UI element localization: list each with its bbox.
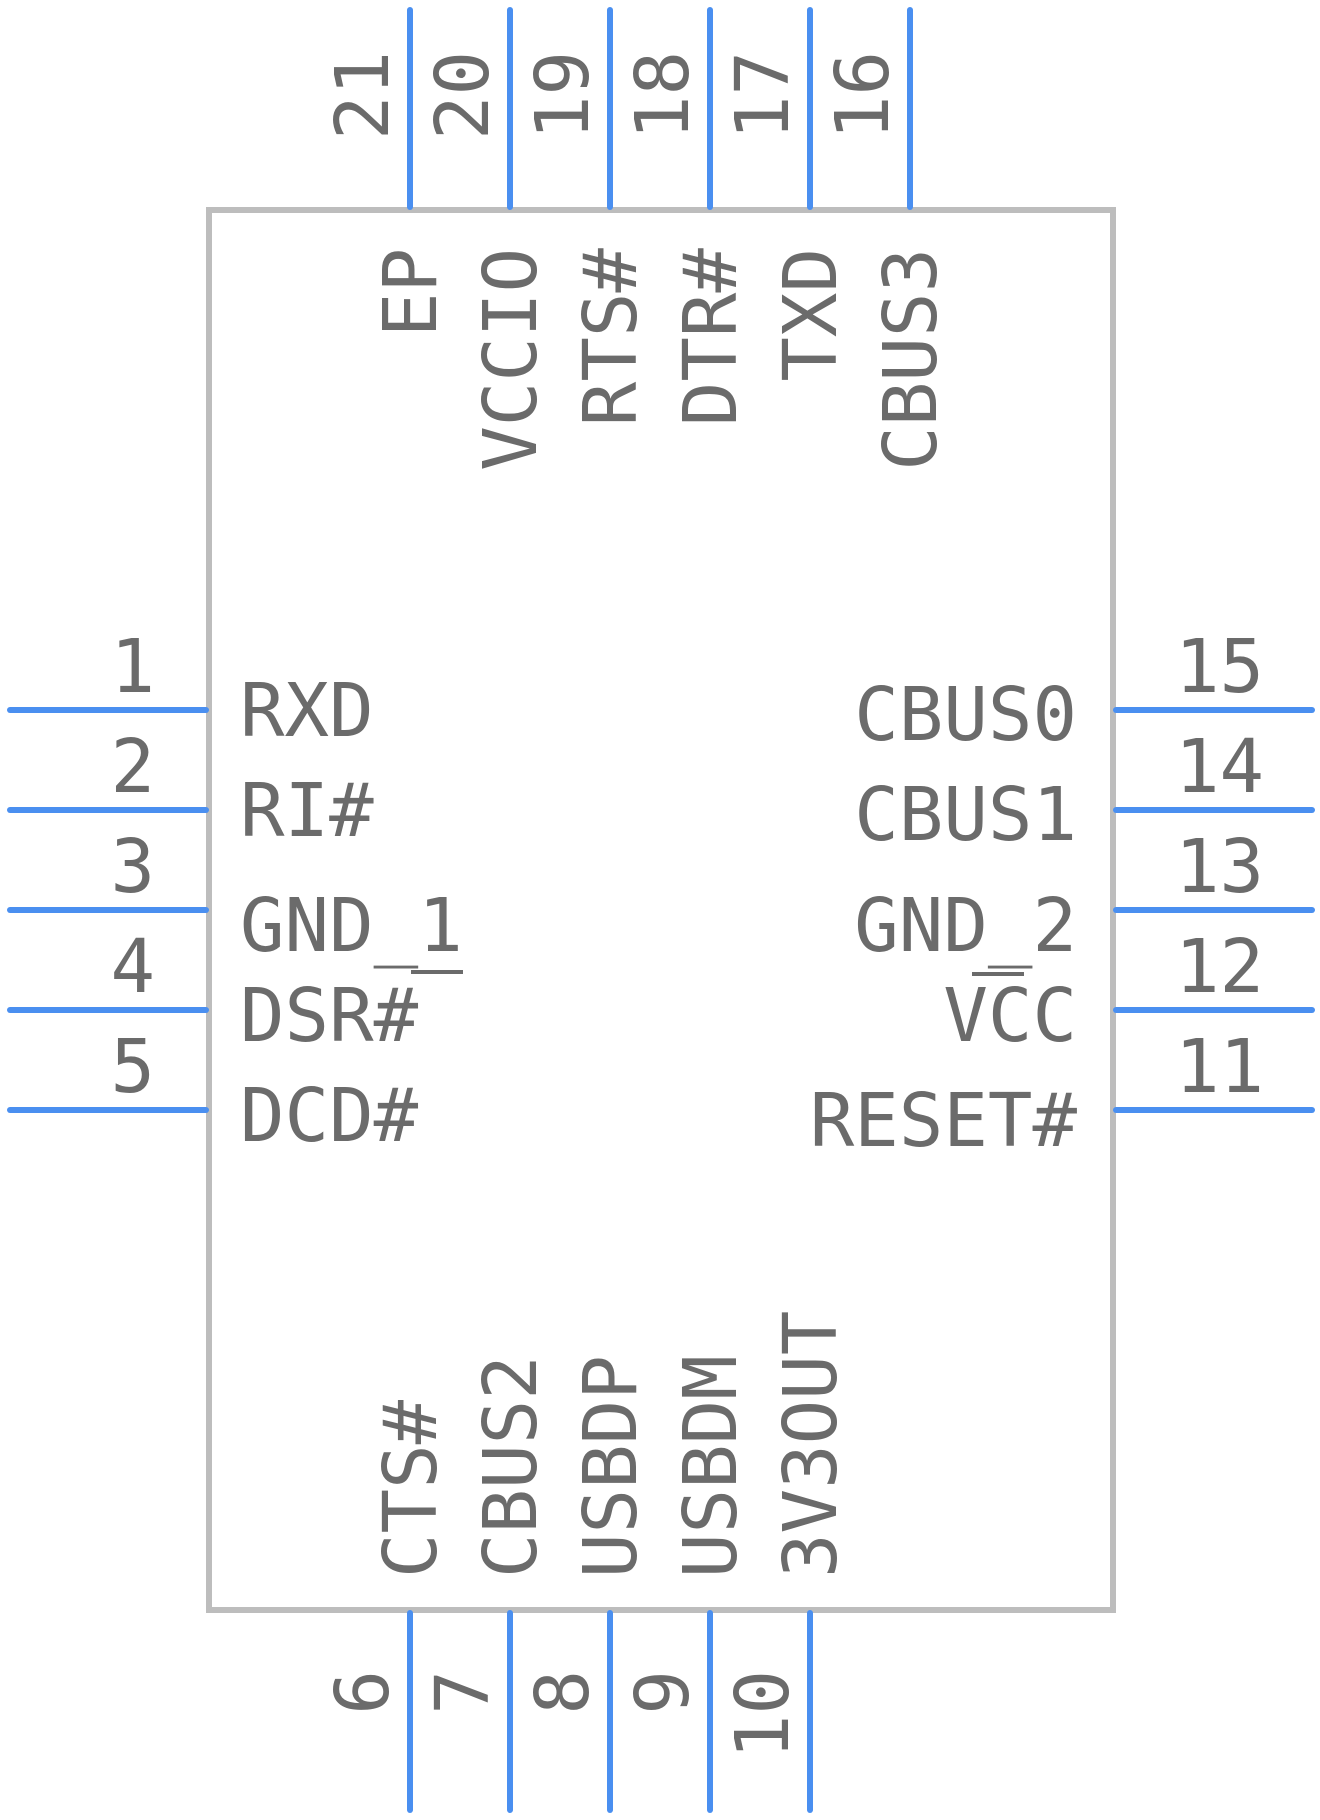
pin-name: USBDM [668, 1355, 754, 1578]
pin-name: RXD [240, 668, 374, 754]
pin-name: USBDP [568, 1355, 654, 1578]
pin-name: CTS# [368, 1399, 454, 1578]
pin-name: RTS# [568, 248, 654, 427]
pin-number: 8 [520, 1670, 606, 1715]
pin-name: DCD# [240, 1073, 419, 1159]
pin-name: GND_1 [240, 883, 463, 969]
pin-number: 21 [320, 51, 406, 140]
pin-number: 2 [110, 724, 155, 810]
pin-name: CBUS0 [854, 672, 1077, 758]
pin-name: VCCIO [468, 248, 554, 471]
pin-number: 18 [620, 51, 706, 140]
pin-number: 20 [420, 51, 506, 140]
right-pins: 15 14 13 12 11 CBUS0 CBUS1 GND_2 VCC RES… [810, 624, 1315, 1164]
left-pins: 1 2 3 4 5 RXD RI# GND_1 DSR# DCD# [7, 624, 463, 1159]
pin-number: 9 [620, 1670, 706, 1715]
pin-number: 7 [420, 1670, 506, 1715]
pin-name: TXD [768, 248, 854, 382]
pin-number: 12 [1175, 924, 1264, 1010]
pin-name: RESET# [810, 1078, 1078, 1164]
pin-name: EP [368, 248, 454, 337]
pin-name: CBUS2 [468, 1355, 554, 1578]
pin-number: 6 [320, 1670, 406, 1715]
pin-number: 5 [110, 1024, 155, 1110]
pin-number: 16 [820, 51, 906, 140]
pin-number: 11 [1175, 1024, 1264, 1110]
ic-body [206, 207, 1116, 1613]
pin-name: DTR# [668, 248, 754, 427]
pin-name: VCC [943, 973, 1077, 1059]
pin-number: 13 [1175, 824, 1264, 910]
pin-number: 15 [1175, 624, 1264, 710]
pin-number: 1 [110, 624, 155, 710]
pin-name: CBUS3 [868, 248, 954, 471]
pin-number: 19 [520, 51, 606, 140]
pin-number: 4 [110, 924, 155, 1010]
top-pins: 21 20 19 18 17 16 EP VCCIO RTS# DTR# TXD… [320, 7, 954, 471]
pin-number: 17 [720, 51, 806, 140]
pin-name: DSR# [240, 973, 419, 1059]
pin-number: 14 [1175, 724, 1264, 810]
pin-name: RI# [240, 768, 374, 854]
pin-name: CBUS1 [854, 772, 1077, 858]
pin-number: 10 [720, 1670, 806, 1759]
pin-name: GND_2 [854, 883, 1077, 969]
bottom-pins: 6 7 8 9 10 CTS# CBUS2 USBDP USBDM 3V3OUT [320, 1311, 854, 1813]
pin-number: 3 [110, 824, 155, 910]
pin-name: 3V3OUT [768, 1311, 854, 1578]
